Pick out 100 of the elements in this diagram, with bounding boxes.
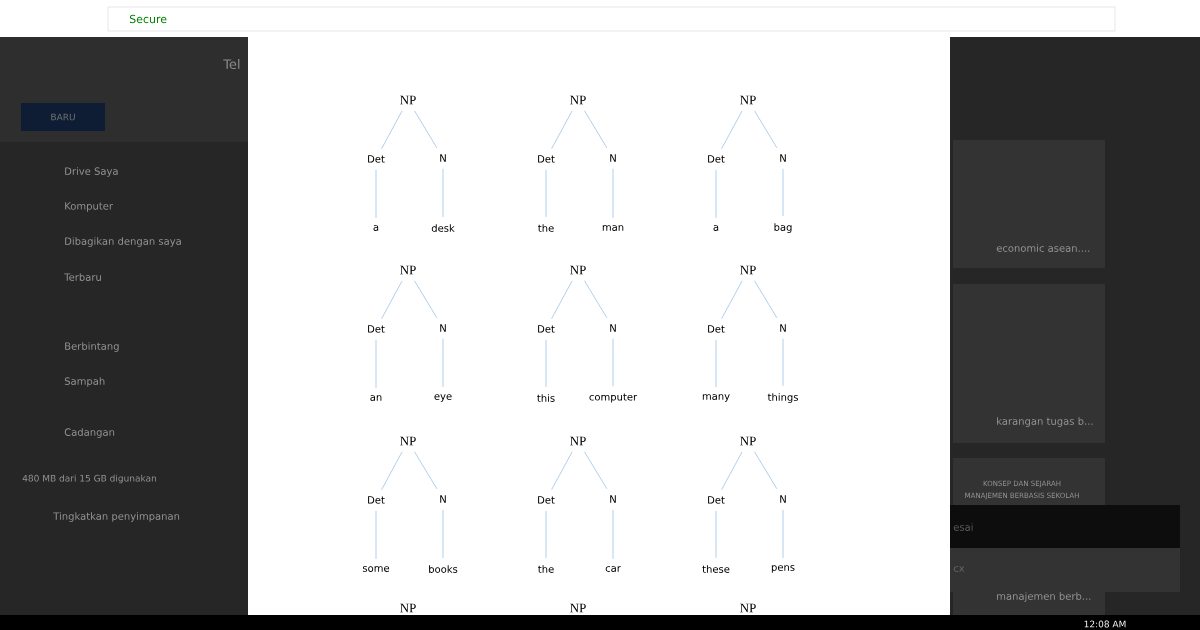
category-label: Det <box>538 325 555 333</box>
phrase-label: NP <box>740 265 756 275</box>
word-label: many <box>702 394 730 402</box>
word-label: desk <box>431 224 455 232</box>
tree-branch <box>545 169 547 218</box>
tree-branch <box>551 451 573 491</box>
word-label: bag <box>774 223 792 233</box>
file-name: karangan tugas b... <box>997 417 1093 427</box>
file-name: economic asean.... <box>996 244 1090 252</box>
category-label: N <box>440 324 446 332</box>
tree-branch <box>375 169 377 219</box>
category-label: N <box>440 495 446 503</box>
tree-branch <box>442 168 444 218</box>
storage-text: 480 MB dari 15 GB digunakan <box>22 474 156 484</box>
word-label: pens <box>771 565 795 573</box>
category-label: N <box>440 154 446 162</box>
tree-branch <box>612 338 614 387</box>
tree-branch <box>715 339 717 388</box>
phrase-label: NP <box>570 95 586 105</box>
word-label: man <box>602 225 624 231</box>
tree-branch <box>551 280 573 320</box>
category-label: Det <box>708 496 725 504</box>
tree-branch <box>381 110 403 150</box>
menu-item: Terbaru <box>64 273 101 281</box>
category-label: Det <box>368 155 385 163</box>
phrase-label: NP <box>740 95 756 105</box>
tree-branch <box>721 280 743 320</box>
word-label: eye <box>434 394 452 402</box>
clock-text: 12:08 AM <box>1084 620 1126 628</box>
tree-branch <box>414 280 438 319</box>
category-label: Det <box>708 155 725 163</box>
phrase-label: NP <box>400 265 416 275</box>
category-label: N <box>780 324 786 332</box>
word-label: some <box>362 566 390 572</box>
tree-branch <box>612 509 614 560</box>
tree-branch <box>782 338 784 387</box>
security-label: Secure <box>129 14 167 24</box>
tree-branch <box>584 280 608 319</box>
tree-branch <box>545 339 547 388</box>
tree-branch <box>612 168 614 219</box>
tree-branch <box>754 110 778 149</box>
tree-branch <box>375 510 377 560</box>
tree-branch <box>754 451 778 490</box>
category-label: N <box>780 154 786 162</box>
word-label: things <box>767 393 798 403</box>
word-label: computer <box>589 393 638 403</box>
tree-branch <box>584 110 608 149</box>
tree-branch <box>442 338 444 388</box>
category-label: N <box>780 495 786 503</box>
tree-branch <box>721 110 743 150</box>
category-label: Det <box>368 325 385 333</box>
category-label: Det <box>538 496 555 504</box>
word-label: this <box>537 394 555 402</box>
word-label: these <box>702 565 730 573</box>
menu-item: Dibagikan dengan saya <box>65 237 181 247</box>
phrase-label: NP <box>570 265 586 275</box>
category-label: Det <box>368 496 385 504</box>
menu-item: Sampah <box>64 377 105 387</box>
phrase-label: NP <box>400 436 416 446</box>
tree-branch <box>782 509 784 559</box>
category-label: N <box>610 324 616 332</box>
menu-item: Cadangan <box>64 428 115 438</box>
phrase-label: NP <box>570 436 586 446</box>
tree-branch <box>715 510 717 559</box>
tree-branch <box>754 280 778 319</box>
tree-branch <box>414 110 438 149</box>
category-label: N <box>610 154 616 162</box>
word-label: books <box>429 565 458 573</box>
tree-branch <box>782 168 784 217</box>
tree-branch <box>715 169 717 219</box>
upgrade-link: Tingkatkan penyimpanan <box>53 512 180 522</box>
file-name: manajemen berb... <box>997 592 1091 602</box>
tree-branch <box>545 510 547 559</box>
word-label: the <box>538 224 554 232</box>
snackbar-title: esai <box>953 523 973 531</box>
menu-item: Komputer <box>65 202 113 212</box>
menu-item: Berbintang <box>65 342 119 352</box>
menu-item: Drive Saya <box>65 167 118 177</box>
word-label: a <box>373 225 379 231</box>
search-text: Tel <box>223 58 240 70</box>
tree-branch <box>721 451 743 491</box>
new-button: BARU <box>21 103 105 131</box>
tree-branch <box>584 451 608 490</box>
word-label: a <box>713 225 719 231</box>
word-label: car <box>605 566 621 572</box>
tree-branch <box>551 110 573 150</box>
phrase-label: NP <box>570 603 586 613</box>
tree-branch <box>381 280 403 320</box>
tree-branch <box>414 451 438 490</box>
category-label: N <box>610 495 616 503</box>
phrase-label: NP <box>400 95 416 105</box>
word-label: the <box>538 565 554 573</box>
phrase-label: NP <box>740 603 756 613</box>
phrase-label: NP <box>740 436 756 446</box>
category-label: Det <box>538 155 555 163</box>
phrase-label: NP <box>400 603 416 613</box>
word-label: an <box>370 395 382 401</box>
category-label: Det <box>708 325 725 333</box>
tree-branch <box>442 509 444 559</box>
tree-branch <box>381 451 403 491</box>
